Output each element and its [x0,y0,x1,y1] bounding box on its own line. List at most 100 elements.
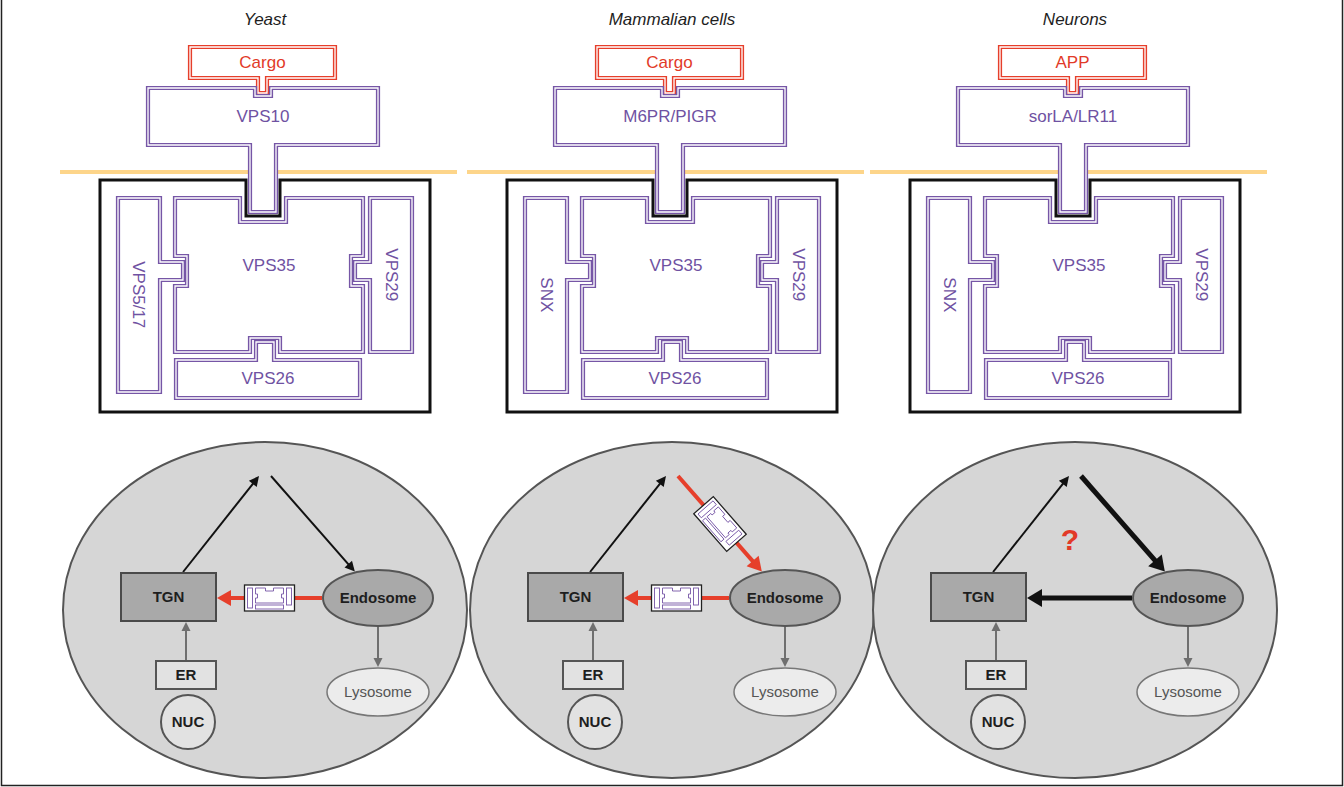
organelle-outline [931,573,1026,621]
arrow-head [589,622,598,631]
arrow-shaft [784,627,786,660]
lysosome-ellipse: Lysosome [326,667,430,717]
node-label: sorLA/LR11 [1029,107,1118,127]
er-box: ER [155,660,217,690]
vps35-subunit: VPS35 [582,198,770,352]
node-label: NUC [982,713,1015,730]
nucleus-circle: NUC [970,694,1026,750]
organelle-outline [730,570,840,626]
arrow-head [1148,554,1165,571]
retromer-icon [652,585,702,611]
cell-and-complex-panel [467,170,874,778]
panel-title: Yeast [244,10,287,30]
tgn-box: TGN [527,572,624,622]
vps35-subunit: VPS35 [985,198,1173,352]
arrow-shaft [1039,596,1132,601]
transport-arrow [992,622,1001,660]
node-label: Cargo [239,53,285,73]
arrow-head [624,590,638,606]
organelle-outline [1137,668,1239,716]
arrow-head [1059,476,1069,487]
transport-arrow [590,476,762,572]
endosome-ellipse: Endosome [729,569,841,627]
receptor-box: VPS10 [148,88,378,145]
node-label: Cargo [646,53,692,73]
node-label: ER [986,666,1007,683]
endosome-ellipse: Endosome [322,569,434,627]
transport-arrow [993,476,1165,572]
protein-outline [582,198,770,352]
arrow-shaft [377,627,379,660]
endosome-ellipse: Endosome [1132,569,1244,627]
node-label: M6PR/PIGR [623,107,717,127]
node-label: Lysosome [1154,683,1222,700]
sorting-nexin-box: SNX [928,198,970,392]
panel-title: Yeast [244,10,287,30]
panel-title: Mammalian cells [609,10,736,30]
node-label: SNX [536,278,556,313]
tgn-box: TGN [930,572,1027,622]
transport-arrow [374,627,383,667]
protein-outline-inner [762,198,819,352]
node-label: Lysosome [751,683,819,700]
protein-outline-inner [583,342,767,398]
protein-outline [985,198,1173,352]
panel-title: Mammalian cells [609,10,736,30]
receptor-box: sorLA/LR11 [958,88,1188,145]
sorting-nexin-box: SNX [525,198,567,392]
protein-outline-inner [555,88,785,212]
arrow-shaft [678,476,754,563]
node-label: VPS29 [1191,249,1211,302]
receptor-box: M6PR/PIGR [555,88,785,145]
protein-outline [986,342,1170,398]
tgn-box: TGN [120,572,217,622]
node-label: TGN [560,588,592,605]
organelle-outline [323,570,433,626]
protein-outline [1165,198,1222,352]
node-label: VPS26 [649,369,702,389]
transport-arrow [183,476,355,572]
node-label: APP [1055,53,1089,73]
arrow-head [1184,658,1193,667]
node-label: VPS10 [237,107,290,127]
er-box: ER [562,660,624,690]
organelle-outline [161,695,215,749]
arrow-head [992,622,1001,631]
transport-arrow [1184,627,1193,667]
arrow-head [656,476,666,487]
protein-outline-inner [175,198,363,352]
arrow-shaft [271,476,350,566]
node-label: ER [176,666,197,683]
organelle-outline [1133,570,1243,626]
node-label: VPS26 [1052,369,1105,389]
arrow-shaft [185,629,187,660]
nucleus-circle: NUC [567,694,623,750]
node-label: VPS5/17 [129,261,149,328]
node-label: SNX [939,278,959,313]
transport-arrow [182,622,191,660]
cell-and-complex-panel [60,170,467,778]
protein-outline-inner [958,88,1188,212]
organelle-outline [563,661,623,689]
protein-outline [175,198,363,352]
organelle-outline [528,573,623,621]
arrow-head [747,556,762,572]
panel-title: Neurons [1043,10,1107,30]
node-label: Endosome [340,589,417,606]
organelle-outline [327,668,429,716]
node-label: Lysosome [344,683,412,700]
arrow-shaft [1187,627,1189,660]
vps26-subunit: VPS26 [986,360,1170,398]
node-label: TGN [153,588,185,605]
protein-outline-inner [355,198,412,352]
retromer-icon [245,585,295,611]
organelle-outline [966,661,1026,689]
protein-outline [148,88,378,212]
node-label: Endosome [747,589,824,606]
node-label: VPS35 [243,256,296,276]
retromer-icon [694,497,746,552]
protein-outline-inner [582,198,770,352]
cargo-box: Cargo [190,47,335,78]
node-label: TGN [963,588,995,605]
